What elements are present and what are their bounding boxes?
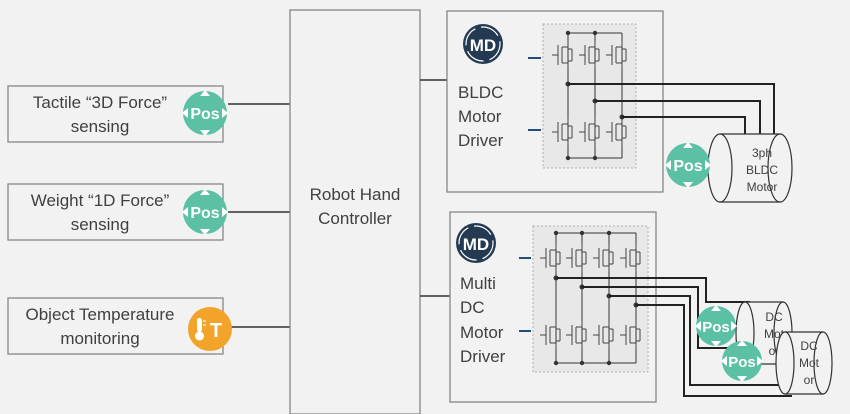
driver-label-line: Motor xyxy=(460,323,504,342)
svg-text:MD: MD xyxy=(470,36,496,55)
motor-label-line: BLDC xyxy=(746,163,778,177)
pos-sensor-icon: Pos xyxy=(721,340,763,382)
controller-label-line: Controller xyxy=(318,209,392,228)
dc-bridge-area xyxy=(532,225,649,373)
bldc-phase-wires xyxy=(568,83,775,140)
driver-label-line: BLDC xyxy=(458,83,503,102)
pos-sensor-icon: Pos xyxy=(665,142,711,188)
pos-sensor-icon: Pos xyxy=(182,90,228,136)
sensor-label-line: Tactile “3D Force” xyxy=(33,93,167,112)
svg-text:Pos: Pos xyxy=(190,106,219,123)
motor-label-line: DC xyxy=(765,310,783,324)
md-logo-icon: MD xyxy=(456,223,496,263)
controller-label-line: Robot Hand xyxy=(310,185,401,204)
sensor-label-line: sensing xyxy=(71,215,130,234)
svg-text:Pos: Pos xyxy=(673,158,702,175)
motor-label-line: Mot xyxy=(799,356,820,370)
driver-label-line: Motor xyxy=(458,107,502,126)
pos-sensor-icon: Pos xyxy=(695,305,737,347)
motor-label-line: Motor xyxy=(747,180,778,194)
svg-text:T: T xyxy=(210,320,222,342)
sensor-label-line: Object Temperature xyxy=(26,305,175,324)
bldc-motor xyxy=(707,133,793,203)
temperature-sensor-icon: T xyxy=(188,307,232,351)
svg-text:Pos: Pos xyxy=(728,354,756,371)
sensor-label-line: sensing xyxy=(71,117,130,136)
motor-label-line: or xyxy=(769,344,780,358)
svg-text:MD: MD xyxy=(463,235,489,254)
driver-label-line: DC xyxy=(460,298,485,317)
pos-sensor-icon: Pos xyxy=(182,189,228,235)
driver-label-line: Driver xyxy=(460,347,506,366)
sensor-label-line: Weight “1D Force” xyxy=(31,191,170,210)
dc-h-bridge xyxy=(539,230,641,366)
svg-text:Pos: Pos xyxy=(190,205,219,222)
sensor-label-line: monitoring xyxy=(60,329,139,348)
driver-label-line: Driver xyxy=(458,131,504,150)
motor-label-line: 3ph xyxy=(752,146,772,160)
sensor-box-temperature xyxy=(7,297,224,355)
bldc-inverter-bridge xyxy=(551,30,627,161)
robot-hand-controller-box xyxy=(289,9,421,414)
svg-text:Pos: Pos xyxy=(702,319,730,336)
driver-label-line: Multi xyxy=(460,274,496,293)
dc-motor xyxy=(775,331,833,395)
motor-label-line: or xyxy=(804,373,815,387)
motor-label-line: DC xyxy=(800,339,818,353)
md-logo-icon: MD xyxy=(463,24,503,64)
